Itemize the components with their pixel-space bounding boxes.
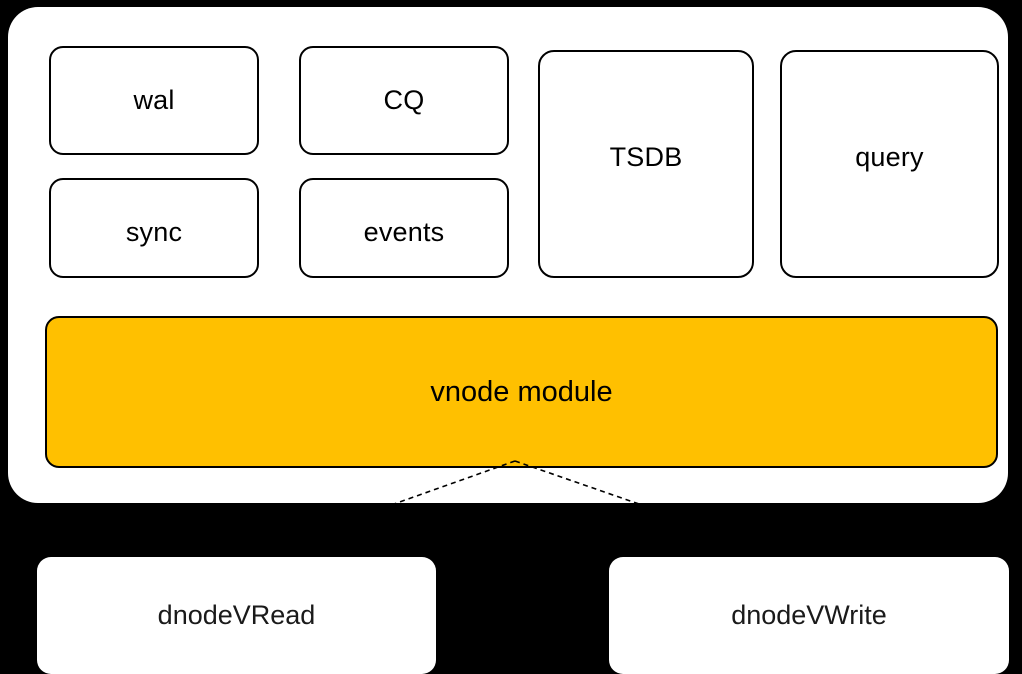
module-label-wal: wal	[133, 85, 175, 115]
module-box-wal[interactable]: wal	[49, 46, 259, 155]
dnode-vread-label: dnodeVRead	[157, 600, 316, 630]
module-box-events[interactable]: events	[299, 178, 509, 278]
vnode-container: wal CQ sync events TSDB query vnode modu…	[8, 7, 1008, 503]
module-box-query[interactable]: query	[780, 50, 999, 278]
vnode-module-label: vnode module	[430, 375, 613, 408]
module-box-sync[interactable]: sync	[49, 178, 259, 278]
module-box-tsdb[interactable]: TSDB	[538, 50, 754, 278]
dnode-vread-box[interactable]: dnodeVRead	[37, 557, 436, 674]
dnode-vwrite-box[interactable]: dnodeVWrite	[609, 557, 1009, 674]
dnode-vwrite-label: dnodeVWrite	[731, 600, 887, 630]
vnode-module-bar[interactable]: vnode module	[45, 316, 998, 468]
module-box-cq[interactable]: CQ	[299, 46, 509, 155]
module-label-sync: sync	[125, 216, 183, 247]
module-label-tsdb: TSDB	[609, 141, 683, 172]
module-label-cq: CQ	[383, 85, 425, 115]
module-label-query: query	[855, 141, 924, 172]
module-label-events: events	[363, 216, 445, 247]
